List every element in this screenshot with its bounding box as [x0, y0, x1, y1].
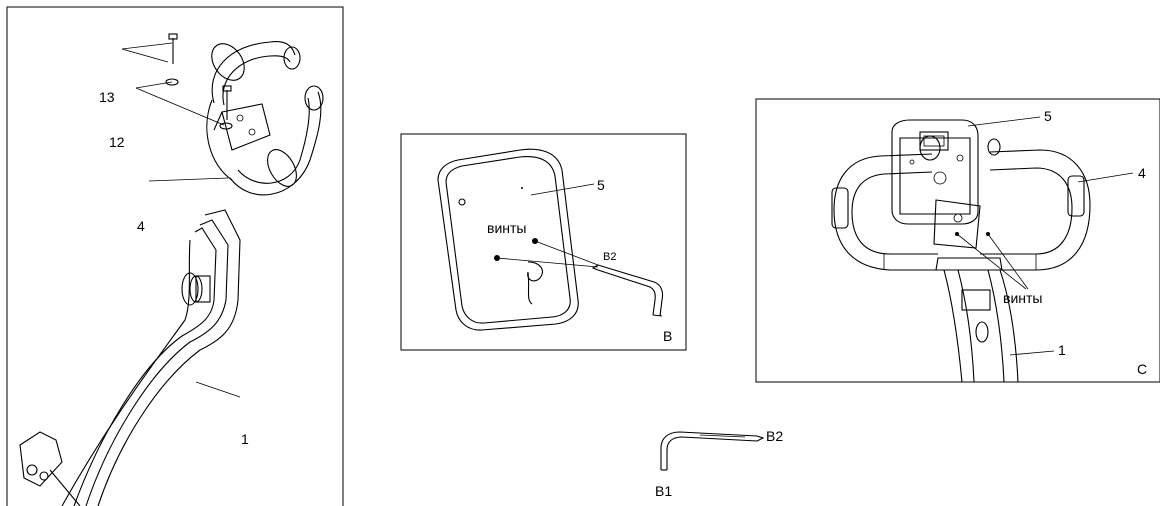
wrench-tip-label-b: B2 — [603, 251, 616, 263]
handlebar-drawing-a — [121, 33, 324, 196]
screw-icon — [222, 85, 232, 120]
panel-a-frame — [6, 6, 344, 506]
allen-key-icon — [660, 431, 758, 470]
upright-post-a — [19, 209, 241, 506]
panel-b-frame — [400, 133, 687, 351]
mounting-plate-a — [221, 103, 271, 151]
panel-c-frame — [755, 98, 1160, 383]
panel-letter-b: B — [663, 328, 672, 344]
callout-12: 12 — [109, 134, 125, 150]
callout-4-c: 4 — [1138, 165, 1146, 181]
screw-icon — [168, 33, 178, 64]
allen-key-long-end-label: B2 — [766, 428, 783, 444]
callout-1-c: 1 — [1058, 342, 1066, 358]
hex-wrench-b — [591, 264, 664, 317]
panel-a: 13 12 4 1 — [6, 6, 344, 506]
callout-5-b: 5 — [597, 177, 605, 193]
callout-4: 4 — [137, 218, 145, 234]
upright-post-c — [935, 257, 1019, 383]
allen-key-short-end-label: B1 — [655, 483, 672, 499]
callout-13: 13 — [99, 89, 115, 105]
callout-5-c: 5 — [1044, 108, 1052, 124]
allen-key: B2 B1 — [655, 428, 783, 499]
screws-label-b: винты — [487, 220, 526, 236]
mounting-plate-c — [933, 199, 981, 249]
screws-label-c: винты — [1003, 290, 1042, 306]
panel-letter-c: C — [1137, 361, 1147, 377]
panel-c: 5 4 винты 1 C — [755, 98, 1160, 383]
callout-1: 1 — [241, 431, 249, 447]
panel-b: 5 винты B2 B — [400, 133, 687, 351]
handlebar-drawing-c — [831, 135, 1091, 271]
console-back-drawing — [437, 148, 599, 331]
console-drawing-c — [891, 119, 990, 249]
